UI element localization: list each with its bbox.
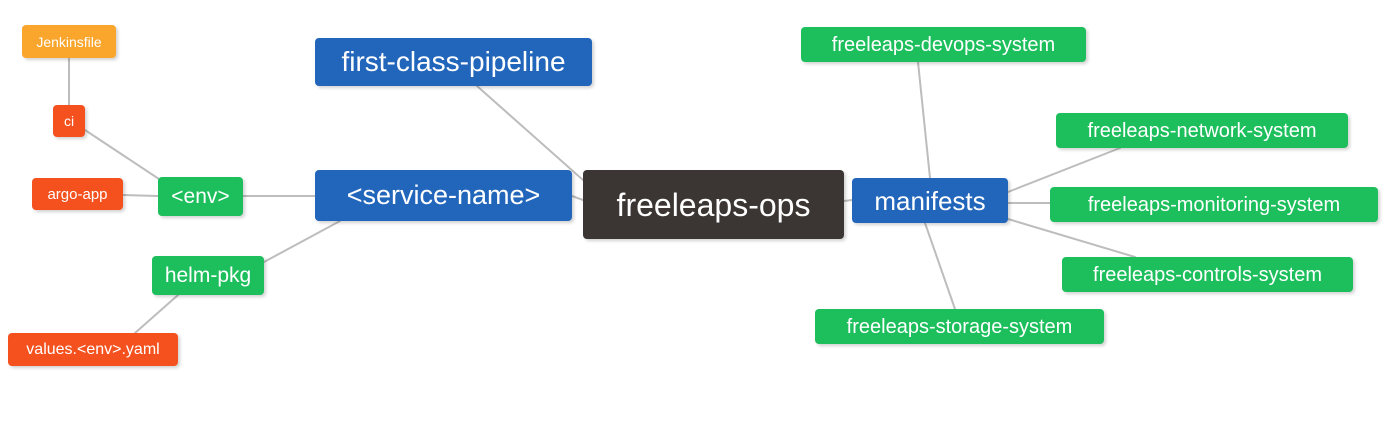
- edge-env-to-ci: [84, 129, 169, 186]
- edge-manifests-to-freeleaps-devops-system: [917, 61, 931, 179]
- edge-service-name-to-helm-pkg: [263, 220, 341, 263]
- mindmap-node-env[interactable]: <env>: [158, 177, 243, 216]
- mindmap-node-freeleaps-controls-system[interactable]: freeleaps-controls-system: [1062, 257, 1353, 292]
- mindmap-node-ci[interactable]: ci: [53, 105, 85, 137]
- edge-manifests-to-freeleaps-storage-system: [924, 222, 956, 310]
- mindmap-node-first-class-pipeline[interactable]: first-class-pipeline: [315, 38, 592, 86]
- mindmap-node-freeleaps-network-system[interactable]: freeleaps-network-system: [1056, 113, 1348, 148]
- mindmap-node-jenkinsfile[interactable]: Jenkinsfile: [22, 25, 116, 58]
- mindmap-node-helm-pkg[interactable]: helm-pkg: [152, 256, 264, 295]
- edge-helm-pkg-to-values-env-yaml: [134, 294, 179, 334]
- edge-env-to-argo-app: [122, 194, 159, 197]
- mindmap-node-freeleaps-ops[interactable]: freeleaps-ops: [583, 170, 844, 239]
- mindmap-node-service-name[interactable]: <service-name>: [315, 170, 572, 221]
- mindmap-node-argo-app[interactable]: argo-app: [32, 178, 123, 210]
- edge-freeleaps-ops-to-first-class-pipeline: [476, 85, 584, 181]
- edge-manifests-to-freeleaps-network-system: [1007, 147, 1121, 193]
- edge-freeleaps-ops-to-service-name: [571, 195, 584, 201]
- mindmap-node-freeleaps-monitoring-system[interactable]: freeleaps-monitoring-system: [1050, 187, 1378, 222]
- mindmap-node-freeleaps-devops-system[interactable]: freeleaps-devops-system: [801, 27, 1086, 62]
- mindmap-node-manifests[interactable]: manifests: [852, 178, 1008, 223]
- edge-manifests-to-freeleaps-controls-system: [1007, 218, 1136, 258]
- mindmap-node-freeleaps-storage-system[interactable]: freeleaps-storage-system: [815, 309, 1104, 344]
- mindmap-node-values-env-yaml[interactable]: values.<env>.yaml: [8, 333, 178, 366]
- edge-freeleaps-ops-to-manifests: [843, 199, 853, 202]
